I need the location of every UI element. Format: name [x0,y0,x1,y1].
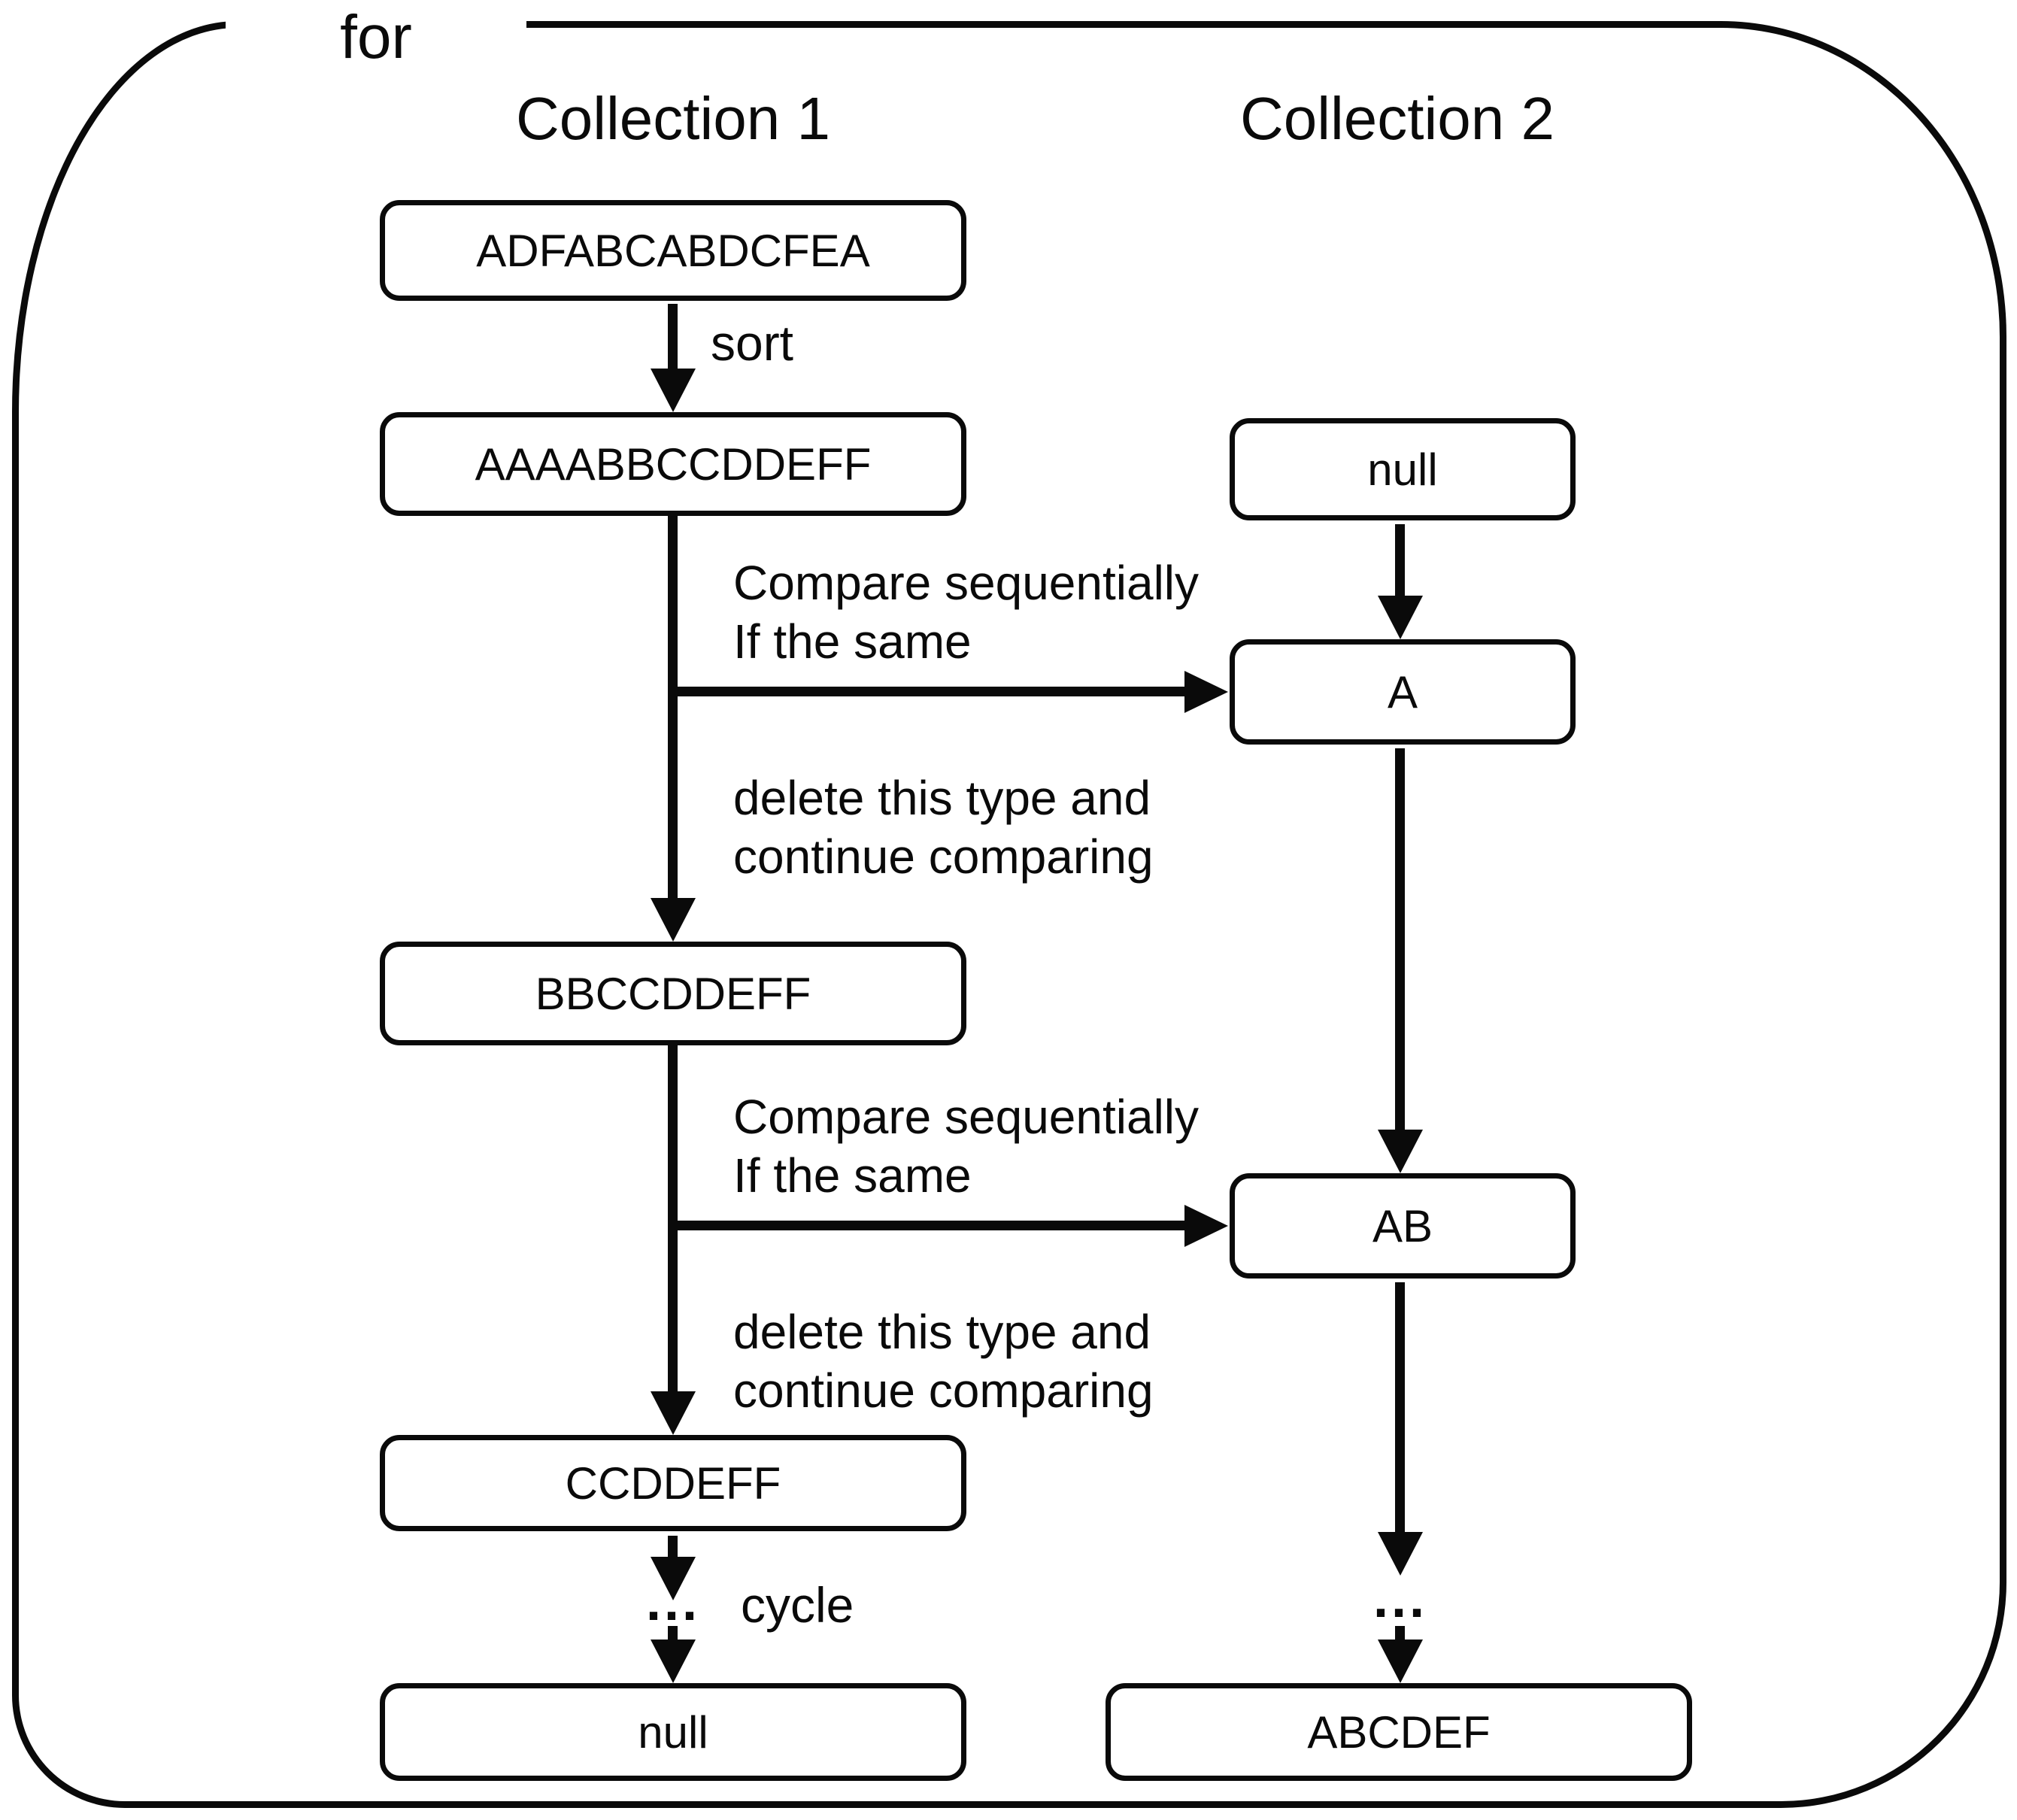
compare-1-note-line2: If the same [733,614,972,669]
col2-box-a: A [1230,639,1576,745]
col2-ellipsis: ... [1372,1569,1427,1629]
compare-2-note: Compare sequentially If the same [733,1087,1199,1205]
compare-2-note-line1: Compare sequentially [733,1090,1199,1144]
branch-1-arrow-stem [673,687,1184,696]
delete-2-note: delete this type and continue comparing [733,1303,1154,1420]
cycle-arrow-bottom-head-icon [651,1640,696,1683]
delete-1-note-line2: continue comparing [733,830,1154,884]
a-to-ab-arrow-head-icon [1378,1130,1423,1173]
col1-box-initial: ADFABCABDCFEA [380,200,966,301]
cycle-arrow-top-stem [668,1536,678,1561]
delete-1-note: delete this type and continue comparing [733,769,1154,886]
compare-1-arrow-stem [668,516,678,899]
col1-ellipsis: ... [645,1572,700,1632]
col1-box-null: null [380,1683,966,1781]
col1-box-bbccddeff: BBCCDDEFF [380,942,966,1045]
compare-2-arrow-head-icon [651,1391,696,1435]
ab-down-arrow-stem [1395,1282,1405,1533]
compare-2-note-line2: If the same [733,1148,972,1203]
ab-down-arrow-head-icon [1378,1532,1423,1576]
null-to-a-arrow-head-icon [1378,596,1423,639]
sort-label: sort [711,315,794,371]
to-abcdef-arrow-head-icon [1378,1640,1423,1683]
col2-box-ab: AB [1230,1173,1576,1279]
compare-1-note-line1: Compare sequentially [733,556,1199,610]
branch-1-arrow-head-icon [1184,671,1228,713]
compare-2-arrow-stem [668,1045,678,1393]
sort-arrow-head-icon [651,369,696,412]
cycle-label: cycle [741,1577,854,1633]
delete-2-note-line2: continue comparing [733,1363,1154,1418]
for-loop-border [12,21,2006,1808]
col2-box-null: null [1230,418,1576,520]
branch-2-arrow-stem [673,1221,1184,1230]
sort-arrow-stem [668,304,678,372]
collection-1-header: Collection 1 [515,85,830,152]
collection-2-header: Collection 2 [1239,85,1554,152]
branch-2-arrow-head-icon [1184,1205,1228,1247]
null-to-a-arrow-stem [1395,524,1405,596]
col2-box-abcdef: ABCDEF [1106,1683,1692,1781]
delete-1-note-line1: delete this type and [733,771,1151,825]
col1-box-sorted: AAAABBCCDDEFF [380,412,966,516]
for-label: for [226,0,526,75]
col1-box-ccddeff: CCDDEFF [380,1435,966,1531]
delete-2-note-line1: delete this type and [733,1305,1151,1359]
a-to-ab-arrow-stem [1395,748,1405,1130]
compare-1-arrow-head-icon [651,898,696,942]
cycle-arrow-top-head-icon [651,1557,696,1600]
compare-1-note: Compare sequentially If the same [733,554,1199,671]
